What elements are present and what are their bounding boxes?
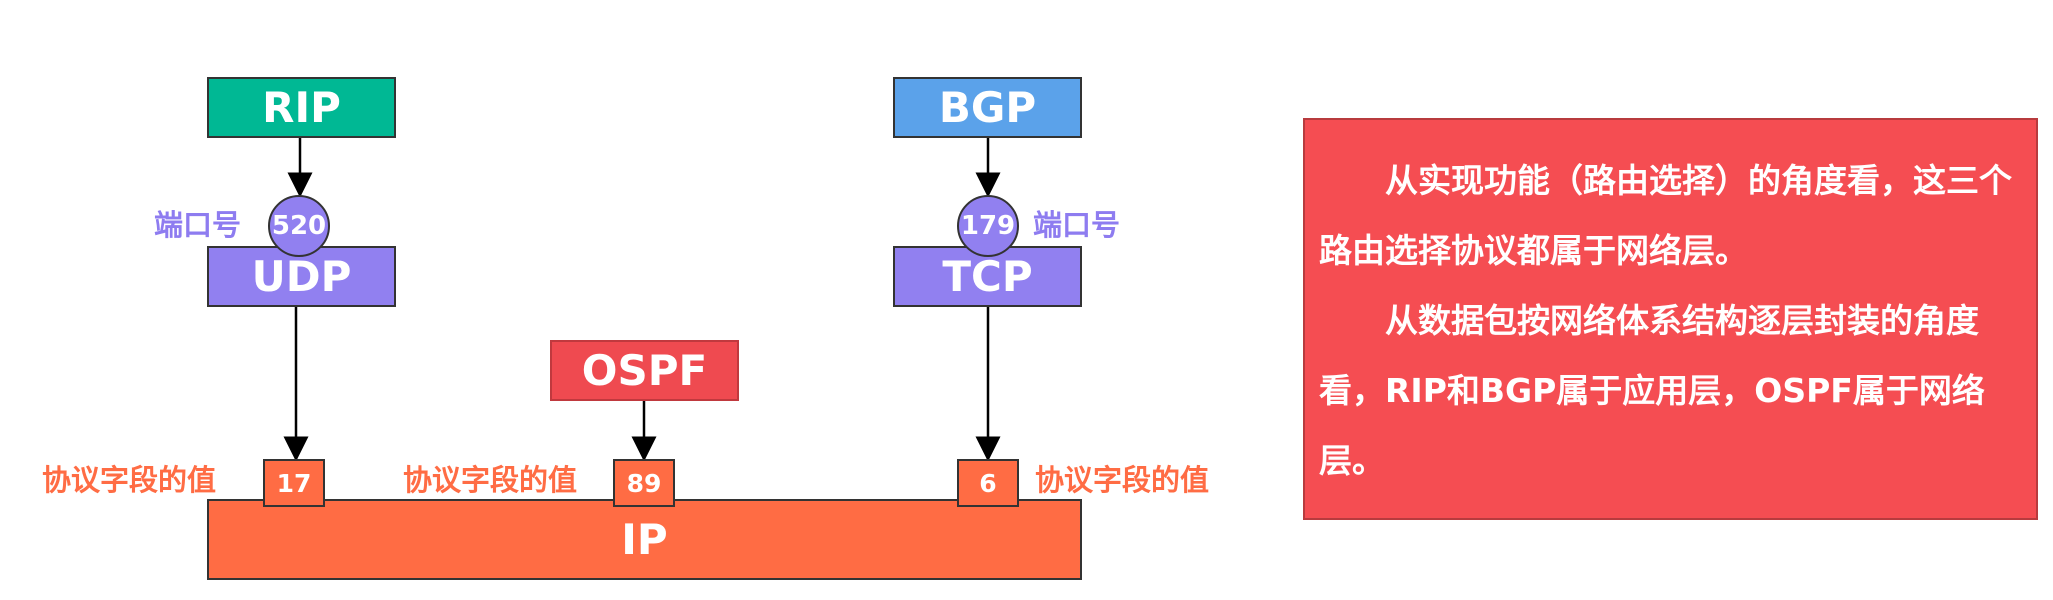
tcp-protocol-value: 6	[979, 468, 997, 498]
ospf-box: OSPF	[550, 340, 739, 401]
note-paragraph-1: 从实现功能（路由选择）的角度看，这三个路由选择协议都属于网络层。	[1319, 161, 2012, 270]
ospf-label: OSPF	[581, 346, 708, 395]
ip-layer-box: IP	[207, 499, 1082, 580]
bgp-port-circle: 179	[957, 195, 1019, 257]
udp-protocol-value: 17	[276, 468, 312, 498]
rip-port-circle: 520	[268, 195, 330, 257]
tcp-protocol-field: 6	[957, 459, 1019, 507]
note-paragraph-2: 从数据包按网络体系结构逐层封装的角度看，RIP和BGP属于应用层，OSPF属于网…	[1319, 301, 1985, 480]
rip-box: RIP	[207, 77, 396, 138]
udp-protocol-field-label: 协议字段的值	[42, 463, 217, 497]
rip-port-label: 端口号	[154, 208, 242, 242]
ospf-protocol-field-label: 协议字段的值	[403, 463, 578, 497]
rip-port-number: 520	[271, 211, 327, 241]
tcp-protocol-field-label: 协议字段的值	[1035, 463, 1210, 497]
udp-protocol-field: 17	[263, 459, 325, 507]
ospf-protocol-value: 89	[626, 468, 662, 498]
bgp-box: BGP	[893, 77, 1082, 138]
bgp-port-number: 179	[960, 211, 1016, 241]
udp-label: UDP	[251, 252, 352, 301]
explanation-note: 从实现功能（路由选择）的角度看，这三个路由选择协议都属于网络层。 从数据包按网络…	[1303, 118, 2038, 520]
ip-label: IP	[621, 515, 668, 564]
bgp-port-label: 端口号	[1033, 208, 1121, 242]
rip-label: RIP	[262, 83, 341, 132]
tcp-label: TCP	[942, 252, 1033, 301]
ospf-protocol-field: 89	[613, 459, 675, 507]
bgp-label: BGP	[938, 83, 1037, 132]
